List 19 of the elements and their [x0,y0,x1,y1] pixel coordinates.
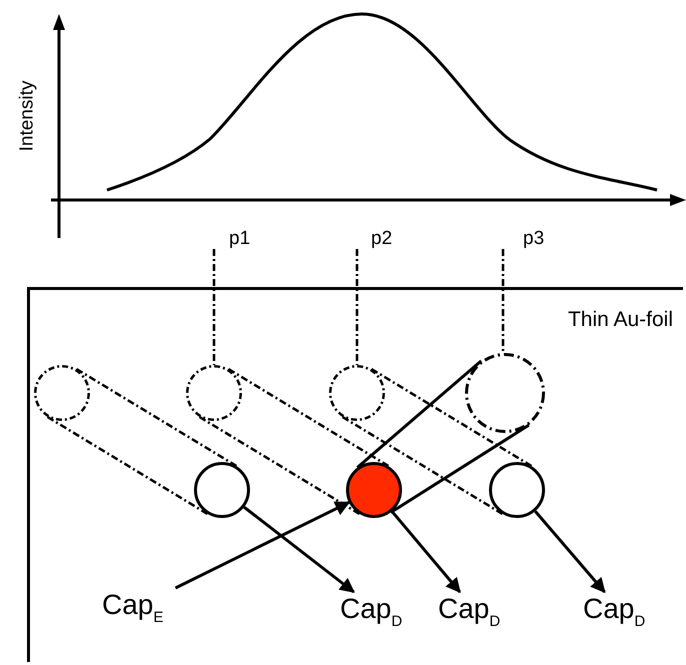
position-label: p3 [523,229,544,249]
capture-label: Cap$_{D}$ [583,593,646,624]
arrow [243,506,355,594]
capture-label: Cap$_{E}$ [102,589,164,620]
dash-dot-line [502,249,504,353]
arrow [390,510,461,594]
dash-dot-line [46,368,238,516]
position-label: p2 [371,229,392,249]
foil-label: Thin Au-foil [568,308,673,332]
arrow [174,501,350,590]
arrow [534,510,606,594]
position-label: p1 [229,229,250,249]
dash-dot-line [212,249,216,365]
axis-label: Intensity [16,80,38,152]
capture-label: Cap$_{D}$ [438,593,500,624]
dash-dot-line [198,368,390,516]
capture-label: Cap$_{D}$ [340,593,402,624]
foil-frame [27,287,683,662]
dash-dot-line [356,249,358,365]
